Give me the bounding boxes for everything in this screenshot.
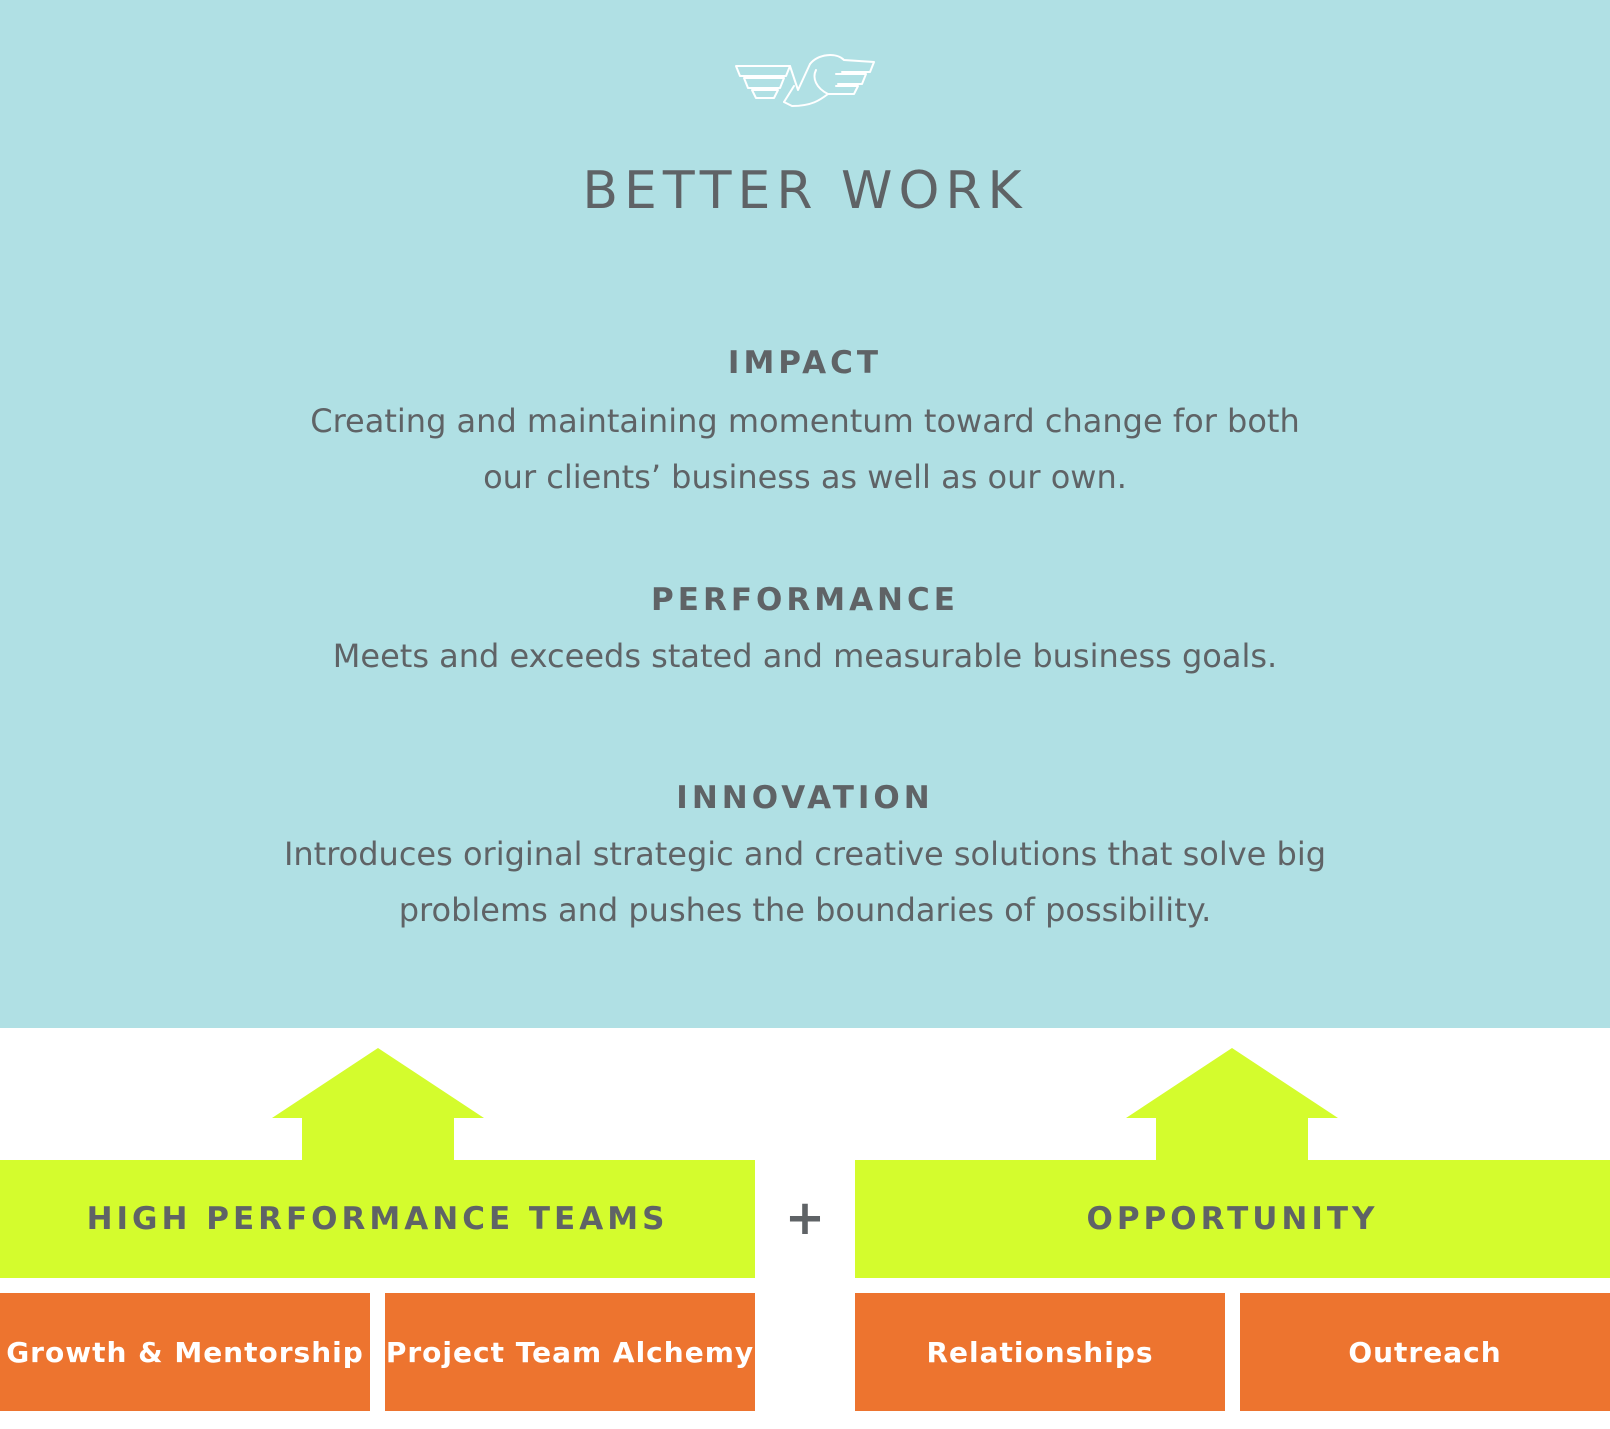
plus-operator: + [784, 1190, 826, 1246]
opportunity-bar: OPPORTUNITY [855, 1160, 1610, 1278]
relationships-box: Relationships [855, 1293, 1225, 1411]
innovation-title: INNOVATION [676, 780, 934, 816]
page-title: BETTER WORK [582, 161, 1028, 221]
impact-description-line-2: our clients’ business as well as our own… [483, 458, 1127, 496]
left-up-arrow-icon [272, 1048, 484, 1160]
opportunity-label: OPPORTUNITY [1086, 1201, 1379, 1237]
growth-mentorship-label: Growth & Mentorship [6, 1335, 364, 1369]
outreach-label: Outreach [1348, 1335, 1502, 1369]
impact-description-line-1: Creating and maintaining momentum toward… [310, 402, 1300, 440]
outreach-box: Outreach [1240, 1293, 1610, 1411]
innovation-description-line-2: problems and pushes the boundaries of po… [398, 891, 1212, 929]
right-up-arrow-icon [1126, 1048, 1338, 1160]
winged-logo-icon [735, 54, 875, 107]
performance-description-line-1: Meets and exceeds stated and measurable … [332, 637, 1278, 675]
project-team-alchemy-box: Project Team Alchemy [385, 1293, 755, 1411]
project-team-alchemy-label: Project Team Alchemy [385, 1335, 755, 1369]
better-work-panel: BETTER WORK IMPACT Creating and maintain… [0, 0, 1610, 1028]
growth-mentorship-box: Growth & Mentorship [0, 1293, 370, 1411]
relationships-label: Relationships [926, 1335, 1154, 1369]
innovation-description-line-1: Introduces original strategic and creati… [283, 835, 1327, 873]
innovation-description: Introduces original strategic and creati… [205, 826, 1405, 938]
performance-description: Meets and exceeds stated and measurable … [205, 628, 1405, 684]
high-performance-teams-bar: HIGH PERFORMANCE TEAMS [0, 1160, 755, 1278]
impact-description: Creating and maintaining momentum toward… [205, 393, 1405, 505]
performance-title: PERFORMANCE [651, 582, 959, 618]
impact-title: IMPACT [727, 345, 883, 381]
high-performance-teams-label: HIGH PERFORMANCE TEAMS [86, 1201, 669, 1237]
